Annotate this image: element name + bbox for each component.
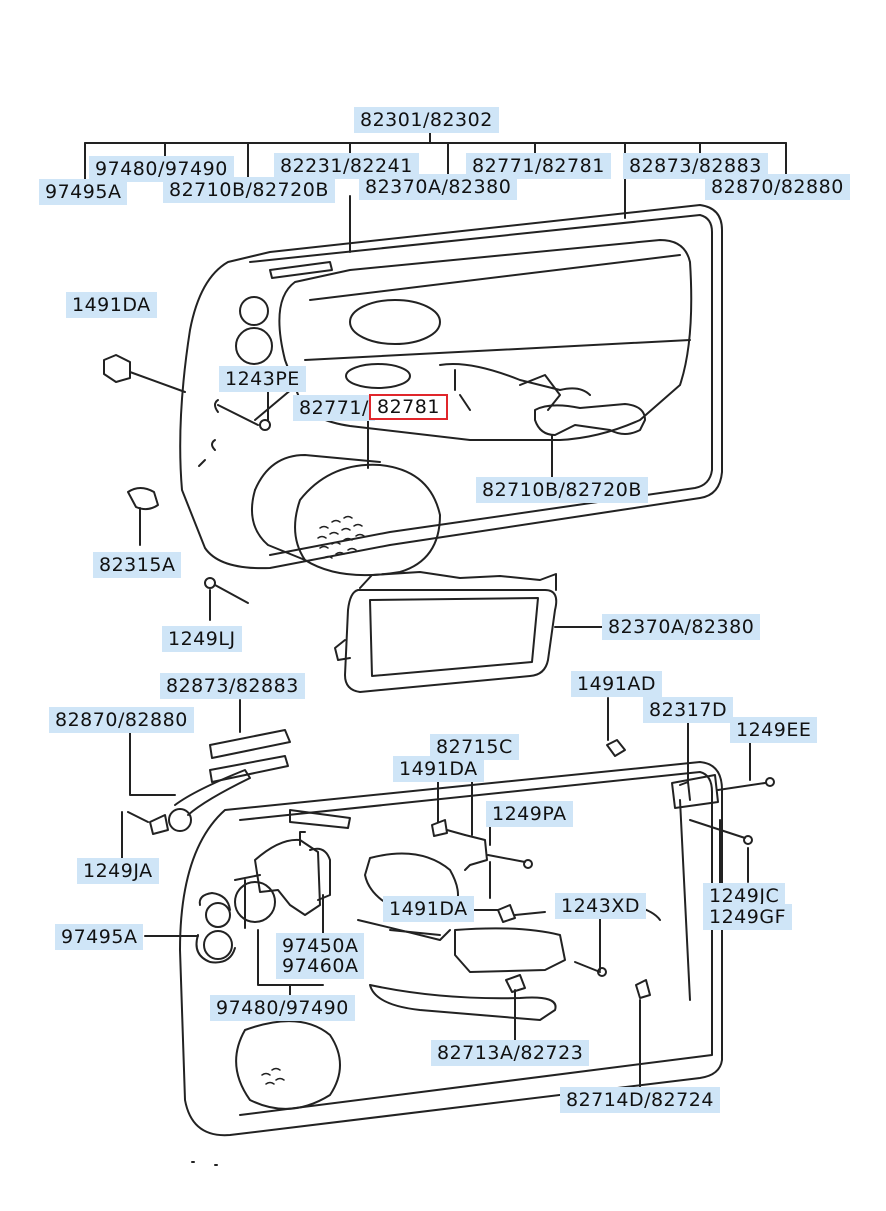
label-82873-82883-low[interactable]: 82873/82883 <box>160 673 305 699</box>
map-pocket <box>334 571 558 693</box>
label-82870-82880-top[interactable]: 82870/82880 <box>705 174 850 200</box>
upper-leader-lines <box>367 419 603 628</box>
label-82317d[interactable]: 82317D <box>643 697 734 723</box>
scan-specks <box>191 1161 218 1166</box>
lower-components <box>127 729 775 999</box>
label-97460a[interactable]: 97460A <box>276 953 365 979</box>
label-97495a-top[interactable]: 97495A <box>39 179 128 205</box>
label-82873-82883-top[interactable]: 82873/82883 <box>623 153 768 179</box>
speaker-grille <box>251 454 441 577</box>
label-1249pa[interactable]: 1249PA <box>486 801 573 827</box>
label-82370a-82380-mid[interactable]: 82370A/82380 <box>602 614 761 640</box>
label-82781-highlighted[interactable]: 82781 <box>369 394 448 420</box>
label-82870-82880-low[interactable]: 82870/82880 <box>49 707 194 733</box>
top-bracket-lines <box>84 129 787 253</box>
label-1491da-mid[interactable]: 1491DA <box>383 896 474 922</box>
label-82710b-82720b-mid[interactable]: 82710B/82720B <box>476 477 648 503</box>
label-82710b-82720b-top[interactable]: 82710B/82720B <box>163 177 335 203</box>
label-1243pe[interactable]: 1243PE <box>219 366 306 392</box>
label-1491ad[interactable]: 1491AD <box>571 671 662 697</box>
label-1249gf[interactable]: 1249GF <box>703 904 793 930</box>
label-82713a-82723[interactable]: 82713A/82723 <box>431 1040 590 1066</box>
label-97480-97490-low[interactable]: 97480/97490 <box>210 995 355 1021</box>
lower-leader-lines <box>121 697 751 1088</box>
label-1491da-lower[interactable]: 1491DA <box>393 756 484 782</box>
label-82370a-82380-top[interactable]: 82370A/82380 <box>359 174 518 200</box>
label-82301-82302[interactable]: 82301/82302 <box>354 107 499 133</box>
upper-fasteners <box>103 354 306 621</box>
label-1243xd[interactable]: 1243XD <box>555 893 646 919</box>
label-1249ja[interactable]: 1249JA <box>77 858 159 884</box>
label-82315a[interactable]: 82315A <box>93 552 182 578</box>
label-82714d-82724[interactable]: 82714D/82724 <box>560 1087 720 1113</box>
label-82771-82781-top[interactable]: 82771/82781 <box>466 153 611 179</box>
label-82715c[interactable]: 82715C <box>430 734 519 760</box>
label-97495a-low[interactable]: 97495A <box>55 924 144 950</box>
label-1491da-upper[interactable]: 1491DA <box>66 292 157 318</box>
label-82231-82241[interactable]: 82231/82241 <box>274 153 419 179</box>
upper-door-panel <box>179 204 723 570</box>
label-1249ee[interactable]: 1249EE <box>730 717 818 743</box>
label-1249lj[interactable]: 1249LJ <box>162 626 242 652</box>
label-82771[interactable]: 82771/ <box>293 395 375 421</box>
